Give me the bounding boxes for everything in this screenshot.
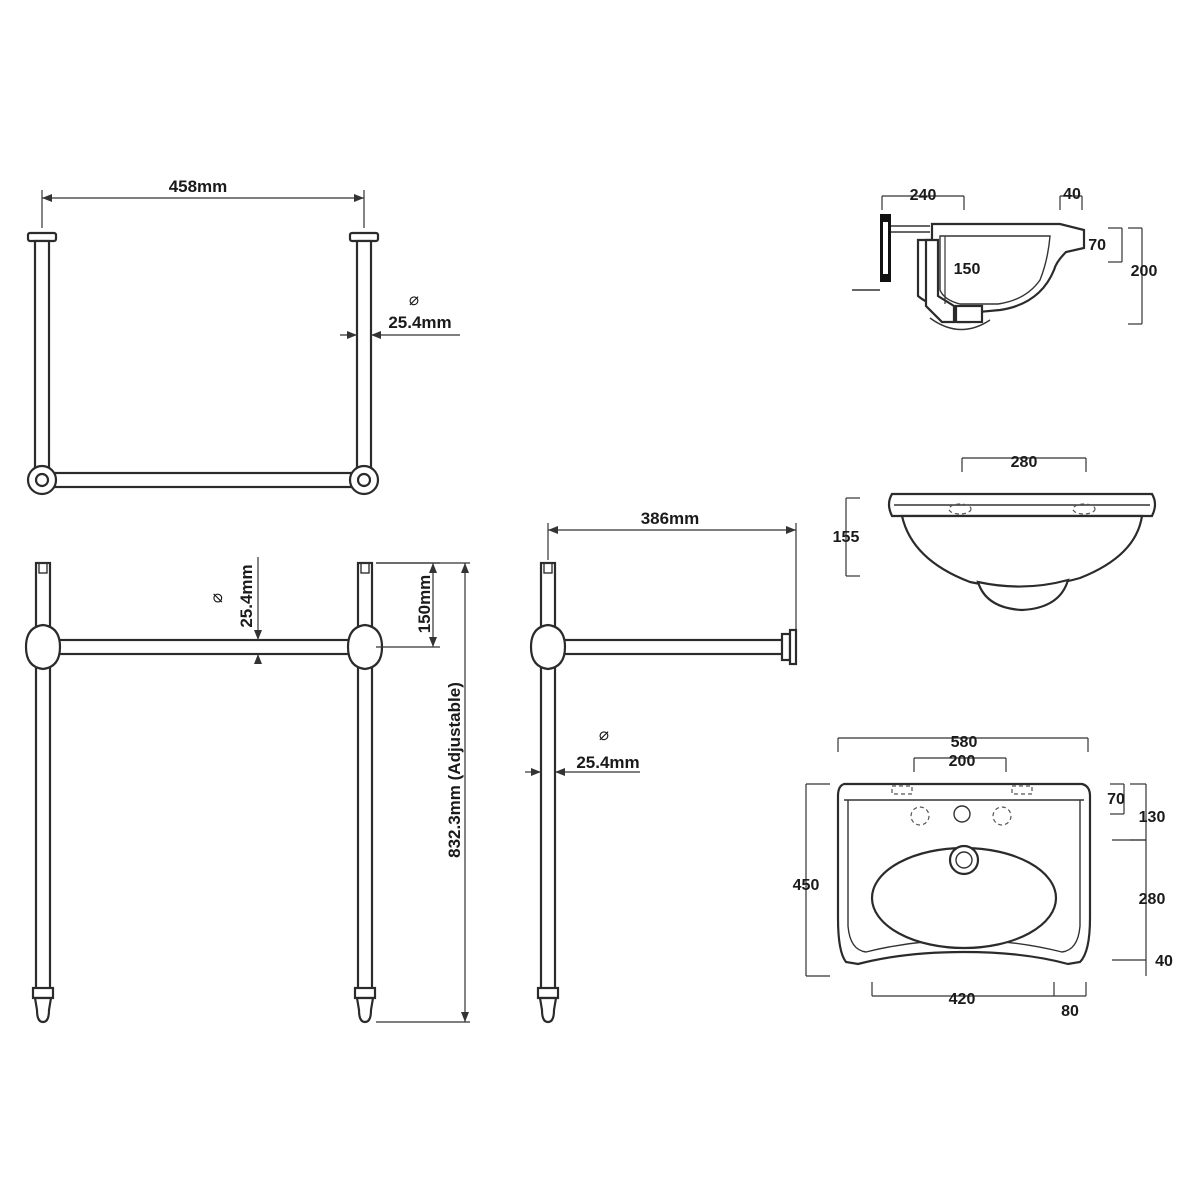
- section-dim-240: 240: [910, 187, 937, 204]
- stand-height-label: 832.3mm (Adjustable): [445, 682, 464, 858]
- front-tap-centres-label: 280: [1011, 454, 1038, 471]
- front-height-label: 155: [833, 529, 860, 546]
- basin-front-view: 280 155: [833, 454, 1157, 612]
- plan-dim-80: 80: [1061, 1003, 1079, 1020]
- section-dim-200: 200: [1131, 263, 1158, 280]
- stand-top-view: 458mm ⌀ 25.4mm: [26, 177, 460, 496]
- plan-dim-280: 280: [1139, 891, 1166, 908]
- plan-dim-130: 130: [1139, 809, 1166, 826]
- stand-side-view: 386mm ⌀ 25.4mm: [525, 509, 798, 1024]
- plan-width-label: 580: [951, 734, 978, 751]
- basin-section-view: 240 40 70 200 150: [852, 186, 1158, 331]
- diameter-symbol: ⌀: [207, 593, 227, 603]
- side-diameter-label: 25.4mm: [576, 753, 639, 772]
- rail-offset-label: 150mm: [415, 575, 434, 634]
- plan-depth-label: 450: [793, 877, 820, 894]
- plan-dim-40: 40: [1155, 953, 1173, 970]
- diameter-symbol: ⌀: [409, 290, 419, 310]
- diameter-symbol: ⌀: [599, 725, 609, 745]
- rail-diameter-label: 25.4mm: [237, 564, 256, 627]
- section-dim-70: 70: [1088, 237, 1106, 254]
- plan-dim-70: 70: [1107, 791, 1125, 808]
- stand-front-view: ⌀ 25.4mm 150mm 832.3mm (Adjustable): [24, 557, 470, 1024]
- leg-diameter-label: 25.4mm: [388, 313, 451, 332]
- section-dim-150: 150: [954, 261, 981, 278]
- stand-depth-label: 386mm: [641, 509, 700, 528]
- stand-width-label: 458mm: [169, 177, 228, 196]
- plan-bowl-width-label: 420: [949, 991, 976, 1008]
- section-dim-40: 40: [1063, 186, 1081, 203]
- plan-tap-centres-label: 200: [949, 753, 976, 770]
- basin-plan-view: 580 200 450 70 130: [793, 734, 1173, 1020]
